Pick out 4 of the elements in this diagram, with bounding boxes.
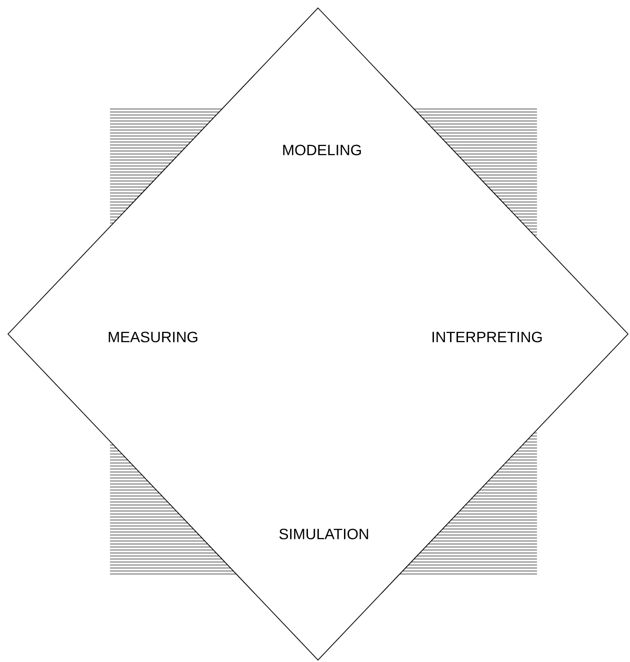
region-label: MODELING: [283, 144, 361, 156]
region-label: INTERPRETING: [432, 332, 542, 342]
region-label: SIMULATION: [279, 528, 368, 540]
region-label: MEASURING: [108, 332, 198, 342]
